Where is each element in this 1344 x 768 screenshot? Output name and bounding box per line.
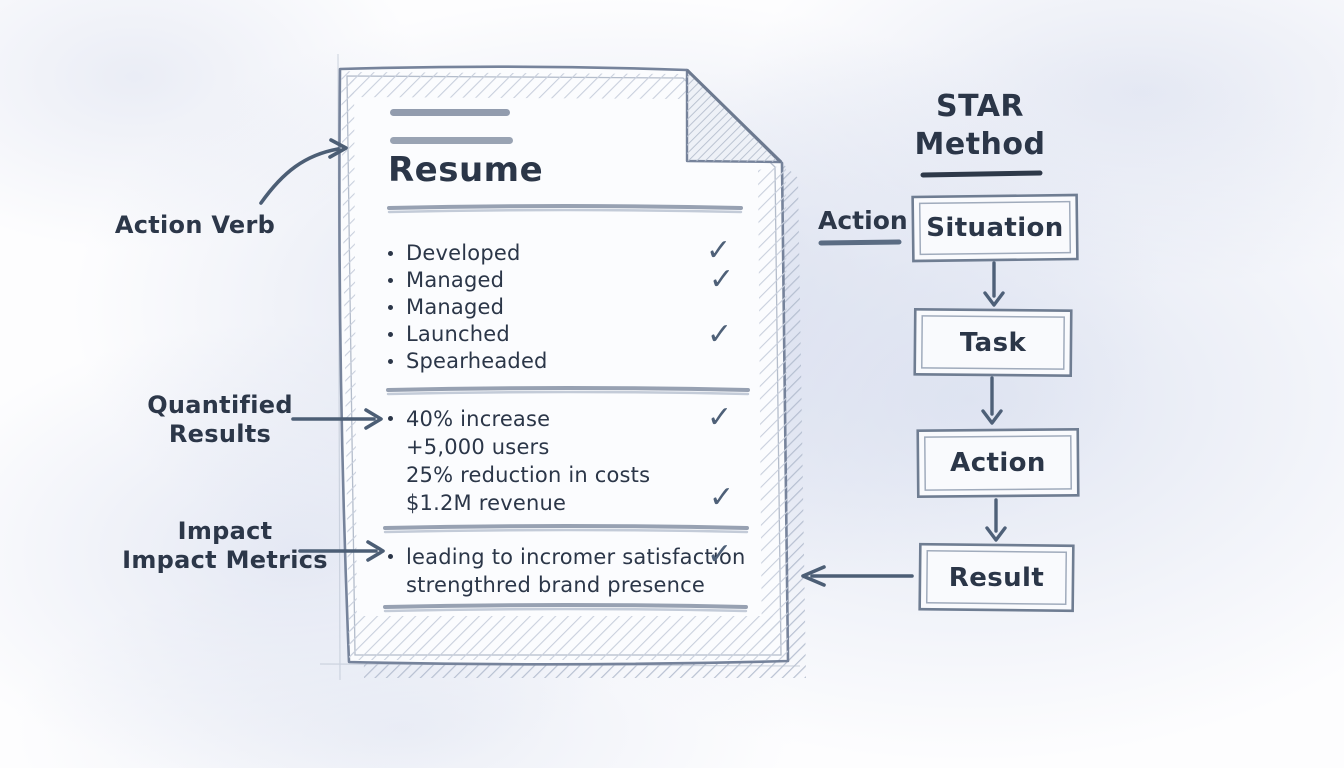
- checkmark-icon: ✓: [709, 480, 735, 515]
- list-item: 40% increase: [388, 405, 650, 433]
- arrow-impact: [298, 540, 385, 562]
- arrow-result-to-paper: [801, 565, 914, 587]
- quantified-results-list: 40% increase +5,000 users 25% reduction …: [388, 405, 650, 517]
- star-step-situation: Situation: [926, 213, 1064, 243]
- task-box-outline: [913, 308, 1073, 377]
- list-item: Spearheaded: [388, 348, 548, 375]
- paper-fold: [685, 68, 783, 164]
- arrow-action-verb: [259, 138, 348, 205]
- bullet-dot: [388, 332, 393, 337]
- impact-label-line1: Impact: [177, 517, 273, 545]
- action-verbs-list: Developed Managed Managed Launched Spear…: [388, 240, 548, 375]
- action-verb-item: Spearheaded: [406, 349, 548, 373]
- quantified-item: 25% reduction in costs: [406, 463, 651, 487]
- quantified-item: $1.2M revenue: [406, 491, 567, 515]
- star-title-line1: STAR: [935, 89, 1025, 124]
- list-item: $1.2M revenue: [388, 489, 650, 517]
- bullet-dot: [388, 251, 393, 256]
- checkmark-icon: ✓: [709, 262, 735, 297]
- list-item: 25% reduction in costs: [388, 461, 650, 489]
- action-verb-label: Action Verb: [114, 211, 276, 239]
- impact-item: strengthred brand presence: [406, 573, 705, 597]
- list-item: Managed: [388, 267, 548, 294]
- flow-arrows: [981, 261, 1007, 542]
- action-verb-item: Managed: [406, 295, 505, 319]
- paper-sheet: [338, 65, 790, 666]
- bullet-dot: [388, 416, 393, 421]
- action-verb-item: Managed: [406, 268, 505, 292]
- checkmark-icon: ✓: [706, 233, 732, 268]
- star-method-title: STAR Method: [905, 88, 1055, 164]
- star-step-task: Task: [959, 327, 1027, 358]
- resume-title: Resume: [388, 150, 544, 190]
- impact-metrics-list: leading to incromer satisfaction strengt…: [388, 543, 746, 599]
- list-item: Developed: [388, 240, 548, 267]
- star-step-result: Result: [948, 562, 1045, 593]
- impact-metrics-label: Impact Impact Metrics: [100, 517, 350, 575]
- checkmark-icon: ✓: [707, 400, 733, 435]
- checkmark-icon: ✓: [707, 317, 733, 352]
- name-placeholder-lines: [390, 109, 513, 144]
- star-step-action: Action: [950, 448, 1046, 478]
- result-box-outline: [918, 542, 1075, 613]
- action-verb-item: Launched: [406, 322, 510, 346]
- underlines: [818, 170, 1043, 246]
- situation-box-outline: [911, 193, 1079, 263]
- bullet-dot: [388, 305, 393, 310]
- bullet-dot: [388, 278, 393, 283]
- list-item: Launched: [388, 321, 548, 348]
- star-title-line2: Method: [914, 127, 1046, 162]
- bullet-dot: [388, 554, 393, 559]
- star-side-label-action: Action: [818, 206, 908, 235]
- list-item: Managed: [388, 294, 548, 321]
- impact-item: leading to incromer satisfaction: [406, 545, 746, 569]
- list-item: +5,000 users: [388, 433, 650, 461]
- arrow-quantified: [291, 408, 383, 430]
- divider-lines: [383, 204, 750, 613]
- list-item: leading to incromer satisfaction: [388, 543, 746, 571]
- action-box-outline: [916, 427, 1080, 499]
- action-verb-item: Developed: [406, 241, 521, 265]
- bullet-dot: [388, 359, 393, 364]
- quantified-label-line2: Results: [168, 420, 272, 448]
- quantified-label-line1: Quantified: [147, 391, 293, 419]
- checkmark-icon: ✓: [707, 537, 733, 572]
- quantified-results-label: Quantified Results: [135, 391, 305, 449]
- quantified-item: 40% increase: [406, 407, 551, 431]
- quantified-item: +5,000 users: [406, 435, 550, 459]
- list-item: strengthred brand presence: [388, 571, 746, 599]
- impact-label-line2: Impact Metrics: [122, 546, 328, 574]
